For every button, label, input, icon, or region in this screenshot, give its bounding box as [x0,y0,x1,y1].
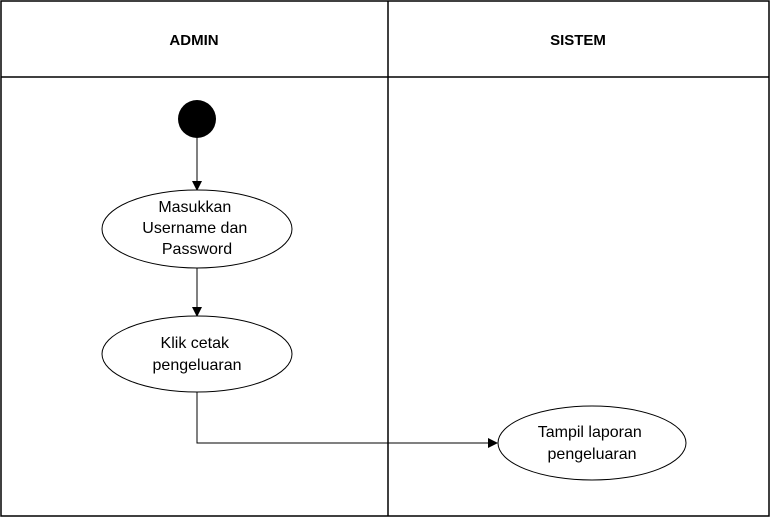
activity-login-line-2: Username dan [142,220,247,237]
activity-login-label: Masukkan Username dan Password [142,199,251,258]
start-node [178,100,216,138]
activity-login-line-3: Password [162,241,232,258]
activity-login: Masukkan Username dan Password [101,189,293,269]
activity-tampil-label: Tampil laporan pengeluaran [538,424,647,463]
activity-login-shape [101,189,293,269]
activity-cetak-line-1: Klik cetak [161,335,230,352]
lane-title-admin: ADMIN [169,32,218,49]
activity-cetak: Klik cetak pengeluaran [101,315,293,393]
activity-tampil-line-2: pengeluaran [548,446,637,463]
activity-login-line-1: Masukkan [158,199,231,216]
activity-cetak-label: Klik cetak pengeluaran [153,335,242,374]
activity-cetak-shape [101,315,293,393]
lane-title-sistem: SISTEM [550,32,606,49]
activity-tampil-line-1: Tampil laporan [538,424,642,441]
activity-cetak-line-2: pengeluaran [153,357,242,374]
flow-cetak-to-tampil [196,392,498,448]
activity-tampil: Tampil laporan pengeluaran [497,405,687,481]
activity-tampil-shape [497,405,687,481]
